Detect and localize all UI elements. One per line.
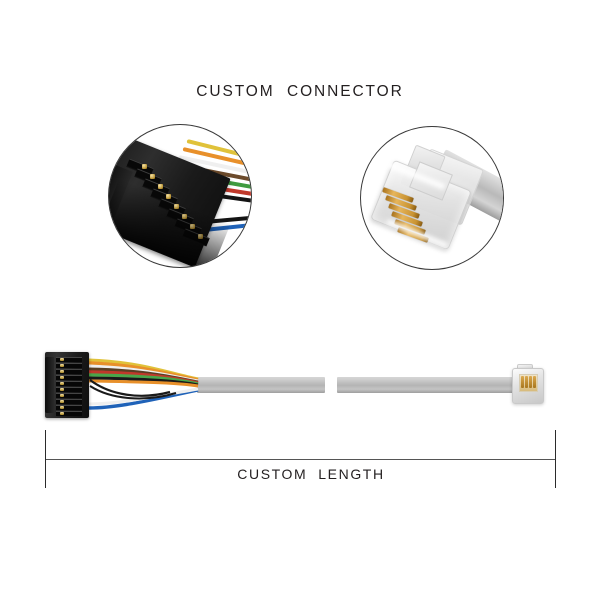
wire-black-cross-2 xyxy=(89,385,177,400)
assembly-idc-pin xyxy=(60,412,64,415)
wire-brown xyxy=(88,367,199,384)
assembly-idc-slot xyxy=(56,363,82,368)
idc-pin xyxy=(150,174,155,179)
wire-black-cross-1 xyxy=(89,379,171,397)
assembly-idc-slot xyxy=(56,393,82,398)
rj11-assembly-contact xyxy=(529,376,532,388)
wire-white-2 xyxy=(88,387,199,406)
rj11-plug-illustration xyxy=(361,127,503,269)
detail-circle-rj11-plug xyxy=(360,126,504,270)
rj11-assembly-contact xyxy=(533,376,536,388)
idc-header-illustration xyxy=(109,125,251,267)
rj11-assembly-contact xyxy=(525,376,528,388)
assembly-idc-slot xyxy=(56,369,82,374)
assembly-idc-slot xyxy=(56,357,82,362)
rj11-assembly-contact xyxy=(521,376,524,388)
assembly-idc-pin xyxy=(60,388,64,391)
flat-cable-segment-left xyxy=(197,377,325,393)
dimension-tick-left xyxy=(45,430,46,488)
dimension-line xyxy=(45,459,556,460)
idc-pin xyxy=(166,194,171,199)
assembly-idc-pin xyxy=(60,358,64,361)
assembly-idc-pin xyxy=(60,364,64,367)
dimension-tick-right xyxy=(555,430,556,488)
page-title: CUSTOM CONNECTOR xyxy=(196,83,404,100)
wire-black xyxy=(88,376,199,387)
flat-cable-segment-right xyxy=(337,377,513,393)
assembly-idc-slot xyxy=(56,387,82,392)
dimension-label: CUSTOM LENGTH xyxy=(226,466,396,482)
detail-circle-idc-header xyxy=(108,124,252,268)
wire-orange xyxy=(88,361,199,382)
wire-green xyxy=(88,373,199,386)
assembly-idc-slot xyxy=(56,375,82,380)
assembly-idc-slot xyxy=(56,399,82,404)
assembly-idc-pin xyxy=(60,394,64,397)
assembly-idc-pin xyxy=(60,406,64,409)
wire-red xyxy=(88,370,199,385)
assembly-idc-slot xyxy=(56,405,82,410)
wire-yellow xyxy=(88,358,199,381)
wire-blue xyxy=(88,388,199,410)
idc-pin xyxy=(142,164,147,169)
wire-orange-2 xyxy=(88,379,199,388)
dimension-label-wrapper: CUSTOM LENGTH xyxy=(0,450,600,498)
assembly-idc-pin xyxy=(60,400,64,403)
idc-header-flange xyxy=(45,357,54,413)
wire-white xyxy=(88,364,199,383)
assembly-idc-slot xyxy=(56,411,82,416)
assembly-idc-pin xyxy=(60,376,64,379)
assembly-idc-pin xyxy=(60,370,64,373)
assembly-idc-pin xyxy=(60,382,64,385)
assembly-idc-slot xyxy=(56,381,82,386)
idc-pin xyxy=(158,184,163,189)
